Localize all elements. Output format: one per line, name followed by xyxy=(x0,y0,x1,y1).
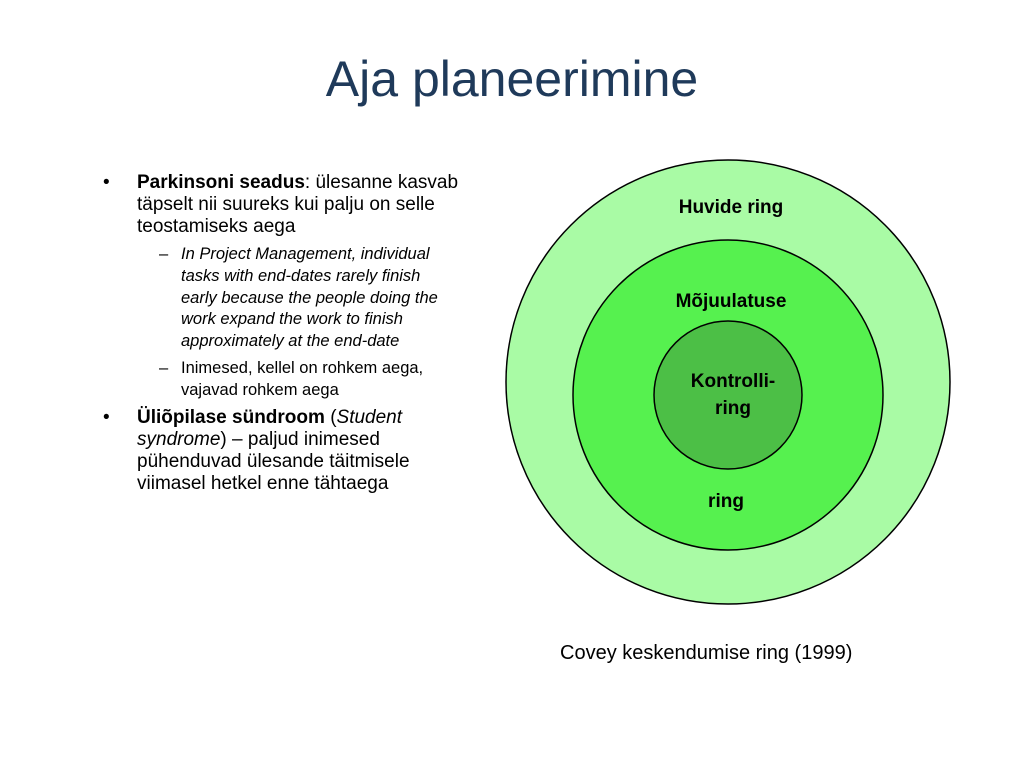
bullet-parkinson: • Parkinsoni seadus: ülesanne kasvab täp… xyxy=(100,172,460,238)
bullet-student-syndrome-text: ) – paljud inimesed pühenduvad ülesande … xyxy=(137,428,410,494)
middle-ring-label-top: Mõjuulatuse xyxy=(675,291,787,312)
bullet-marker: • xyxy=(103,406,110,428)
bullet-student-syndrome-term: Üliõpilase sündroom xyxy=(137,406,325,428)
inner-circle xyxy=(653,320,803,470)
outer-ring-label: Huvide ring xyxy=(678,197,784,218)
sub-bullet-people-time-text: Inimesed, kellel on rohkem aega, vajavad… xyxy=(181,358,424,399)
bullet-parkinson-term: Parkinsoni seadus xyxy=(137,172,305,193)
bullet-list: • Parkinsoni seadus: ülesanne kasvab täp… xyxy=(100,172,460,501)
sub-bullet-people-time: – Inimesed, kellel on rohkem aega, vajav… xyxy=(100,358,460,402)
sub-bullet-project-management: – In Project Management, individual task… xyxy=(100,244,460,353)
diagram-caption: Covey keskendumise ring (1999) xyxy=(560,642,853,664)
bullet-student-syndrome: • Üliõpilase sündroom (Student syndrome)… xyxy=(100,407,460,495)
sub-bullet-marker: – xyxy=(159,358,169,377)
bullet-student-syndrome-paren: ( xyxy=(324,406,337,428)
sub-bullet-marker: – xyxy=(159,245,169,263)
bullet-student-syndrome-english: Student syndrome xyxy=(137,406,403,450)
middle-ring-label-bottom: ring xyxy=(708,491,744,512)
sub-bullet-project-management-text: In Project Management, individual tasks … xyxy=(181,245,438,351)
inner-ring-label-line1: Kontrolli- xyxy=(690,371,776,392)
inner-ring-label-line2: ring xyxy=(715,398,751,419)
bullet-parkinson-text: : ülesanne kasvab täpselt nii suureks ku… xyxy=(137,172,459,237)
bullet-marker: • xyxy=(103,172,110,193)
slide-title: Aja planeerimine xyxy=(325,51,699,107)
